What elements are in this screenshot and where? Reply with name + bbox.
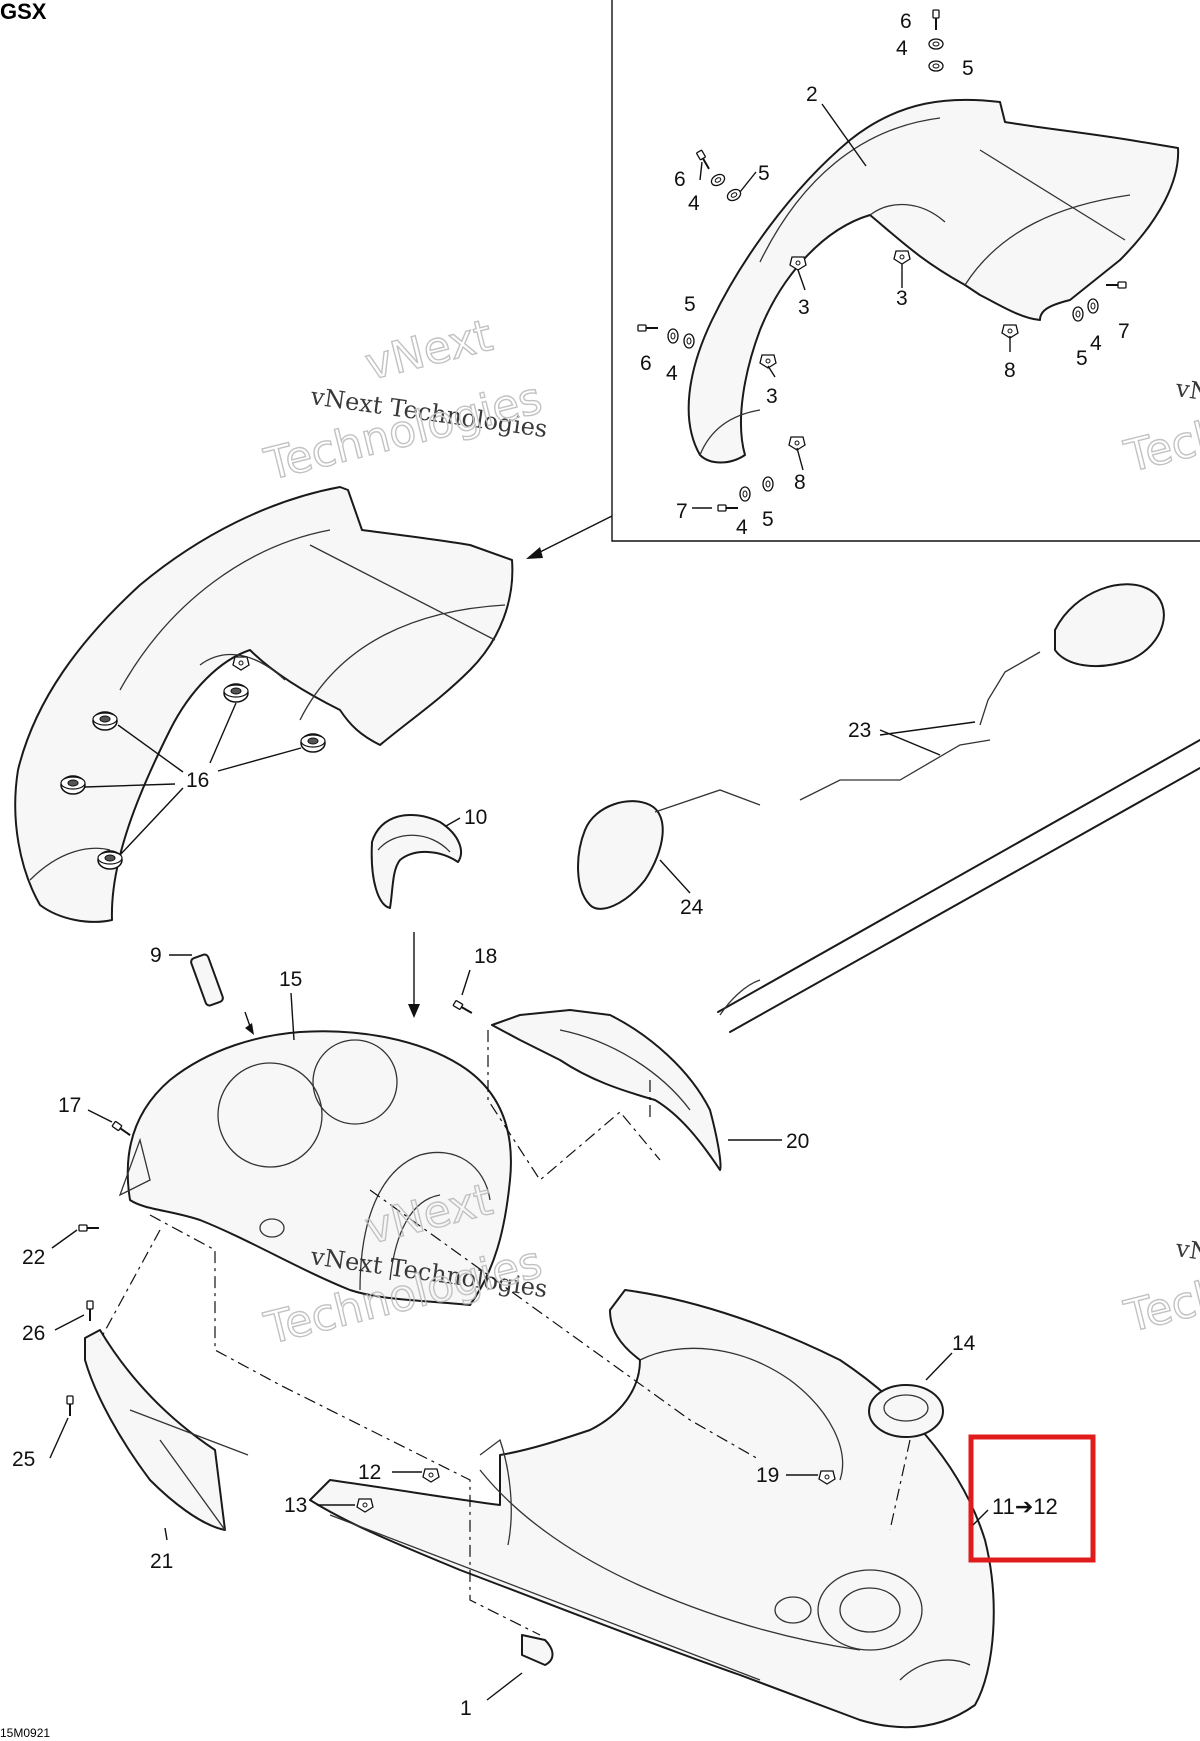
callout-17: 17 xyxy=(58,1094,81,1117)
callout-1: 1 xyxy=(460,1697,472,1720)
callout-19: 19 xyxy=(756,1464,779,1487)
callout-23: 23 xyxy=(848,719,871,742)
callout-5: 5 xyxy=(758,162,770,185)
callout-4: 4 xyxy=(896,37,908,60)
callout-5: 5 xyxy=(762,508,774,531)
highlight-box xyxy=(968,1434,1096,1563)
callout-8: 8 xyxy=(794,471,806,494)
callout-3: 3 xyxy=(896,287,908,310)
inset-frame xyxy=(611,0,1200,542)
callout-15: 15 xyxy=(279,968,302,991)
callout-4: 4 xyxy=(666,362,678,385)
assembly-dashed-lines xyxy=(99,1030,911,1636)
part-10-headlight-cover: 10 xyxy=(370,806,487,1018)
callout-4: 4 xyxy=(736,516,748,539)
windshield-inset xyxy=(687,98,1180,464)
callout-16: 16 xyxy=(186,769,209,792)
inset-pointer-arrow xyxy=(529,515,613,558)
callout-7: 7 xyxy=(676,500,688,523)
callout-20: 20 xyxy=(786,1130,809,1153)
callout-8: 8 xyxy=(1004,359,1016,382)
model-title: GSX xyxy=(0,0,47,24)
callout-10: 10 xyxy=(464,806,487,829)
callout-14: 14 xyxy=(952,1332,976,1355)
watermark-outline-company: Technologies xyxy=(259,373,547,491)
inset-callouts: 6 4 5 2 6 4 5 3 3 5 6 4 3 8 5 4 7 8 7 4 … xyxy=(640,10,1130,539)
watermark-outline-name: vNext xyxy=(360,310,497,391)
inset-pointer-arrowhead xyxy=(526,547,543,559)
callout-2: 2 xyxy=(806,83,818,106)
callout-24: 24 xyxy=(680,896,704,919)
callout-3: 3 xyxy=(798,296,810,319)
part-20-deflector: 20 xyxy=(491,1009,809,1171)
handlebar-mirrors: 23 24 xyxy=(577,583,1200,1033)
callout-4: 4 xyxy=(1090,332,1102,355)
callout-9: 9 xyxy=(150,944,162,967)
windshield-assembly: 16 xyxy=(14,486,514,923)
part-15-instrument-panel: 9 15 18 17 22 xyxy=(22,944,512,1306)
callout-26: 26 xyxy=(22,1322,45,1345)
inset-leaders xyxy=(692,103,1011,509)
callout-6: 6 xyxy=(900,10,912,33)
callout-6: 6 xyxy=(640,352,652,375)
callout-4: 4 xyxy=(688,192,700,215)
part-21-side-panel: 21 26 25 xyxy=(12,1300,249,1573)
callout-6: 6 xyxy=(674,168,686,191)
callout-3: 3 xyxy=(766,385,778,408)
callout-13: 13 xyxy=(284,1494,307,1517)
drawing-reference: 15M0921 xyxy=(0,1726,50,1740)
callout-21: 21 xyxy=(150,1550,173,1573)
callout-18: 18 xyxy=(474,945,497,968)
callout-7: 7 xyxy=(1118,320,1130,343)
part-1-console: 14 19 12 13 1 xyxy=(284,1289,995,1729)
highlight-label: 11➔12 xyxy=(992,1494,1058,1519)
callout-5: 5 xyxy=(1076,347,1088,370)
callout-22: 22 xyxy=(22,1246,45,1269)
callout-12: 12 xyxy=(358,1461,381,1484)
callout-5: 5 xyxy=(962,57,974,80)
callout-5: 5 xyxy=(684,293,696,316)
callout-25: 25 xyxy=(12,1448,35,1471)
highlight-reference: 11➔12 xyxy=(968,1434,1096,1563)
